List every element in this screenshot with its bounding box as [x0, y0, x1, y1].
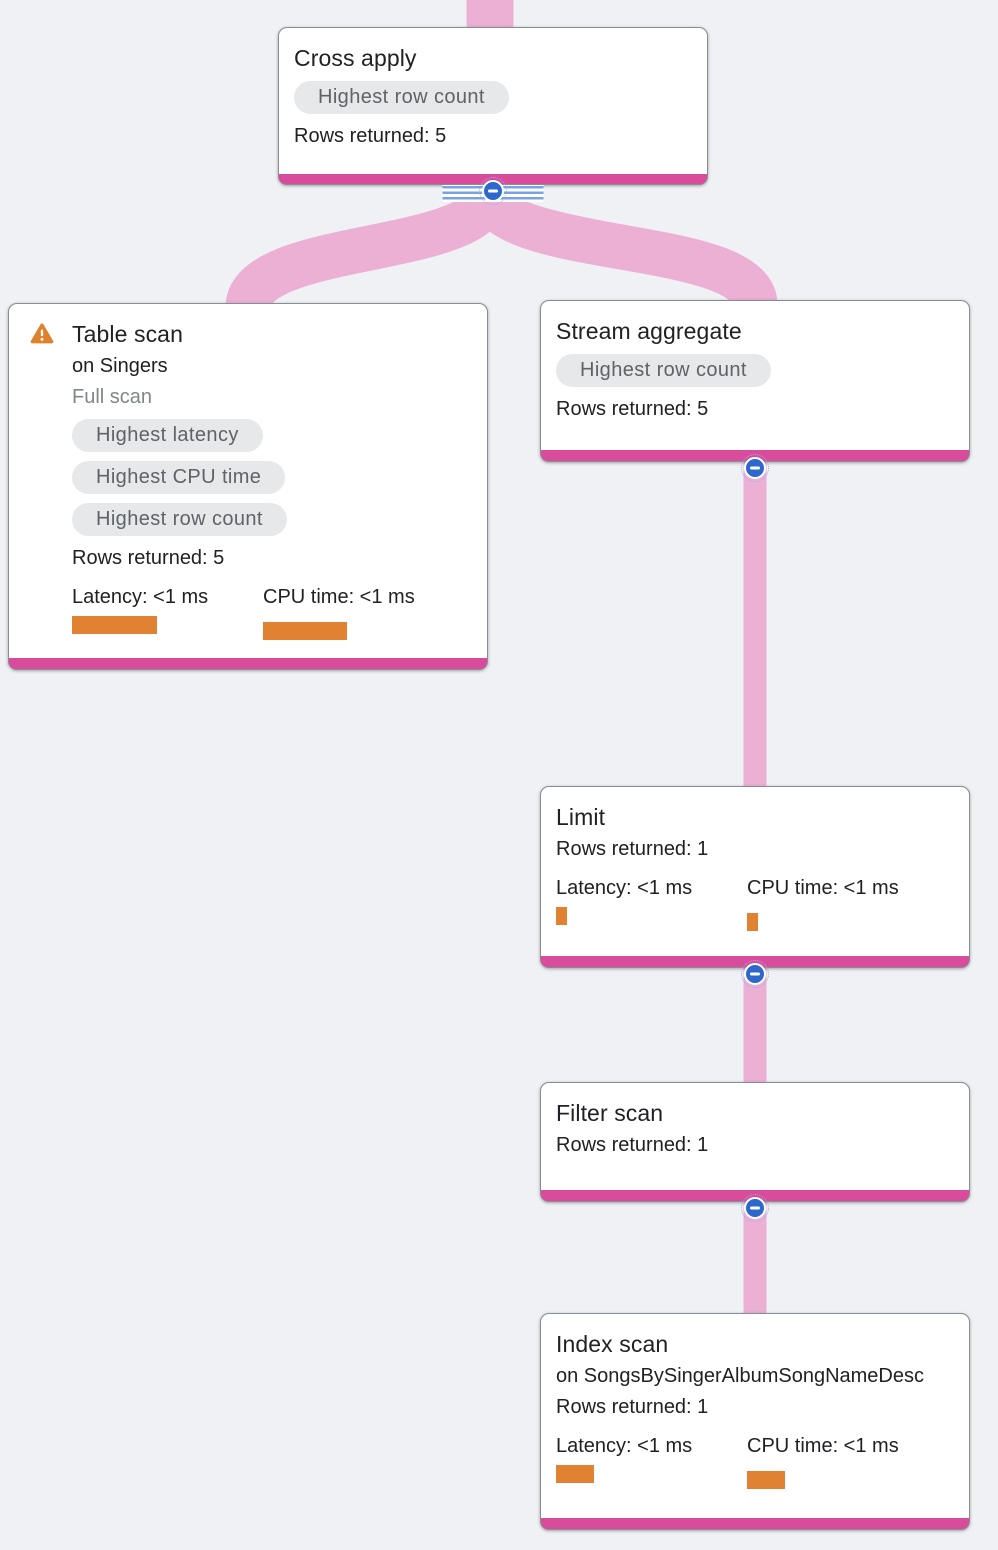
rows-returned-text: Rows returned: 1: [556, 1396, 709, 1418]
node-accent-bar: [541, 1518, 969, 1529]
latency-bar: [72, 616, 157, 634]
latency-metric: Latency: <1 ms: [556, 875, 747, 931]
node-limit[interactable]: Limit Rows returned: 1 Latency: <1 ms CP…: [540, 786, 970, 988]
latency-label: Latency: <1 ms: [556, 877, 693, 899]
edge-cross-apply-to-table-scan: [225, 186, 512, 312]
node-subtitle: on SongsBySingerAlbumSongNameDesc: [556, 1365, 924, 1387]
cpu-time-bar: [263, 622, 347, 640]
rows-returned-text: Rows returned: 5: [72, 547, 225, 569]
collapse-button[interactable]: [741, 960, 769, 988]
node-title: Limit: [556, 804, 606, 830]
node-filter-scan[interactable]: Filter scan Rows returned: 1: [540, 1082, 970, 1222]
node-accent-bar: [9, 658, 487, 669]
warning-icon: [30, 323, 54, 344]
rows-returned-text: Rows returned: 5: [556, 398, 709, 420]
rows-returned-text: Rows returned: 1: [556, 1134, 709, 1156]
badge-highest-cpu-time: Highest CPU time: [72, 461, 286, 494]
minus-icon: [482, 180, 504, 202]
node-subtitle: on Singers: [72, 355, 168, 377]
edge-cross-apply-to-stream-aggregate: [466, 185, 778, 310]
latency-metric: Latency: <1 ms: [556, 1433, 747, 1489]
minus-icon: [744, 963, 766, 985]
node-stream-aggregate[interactable]: Stream aggregate Highest row count Rows …: [540, 300, 970, 482]
cpu-time-bar: [747, 1471, 785, 1489]
latency-label: Latency: <1 ms: [556, 1435, 693, 1457]
latency-bar: [556, 1465, 594, 1483]
node-cross-apply[interactable]: Cross apply Highest row count Rows retur…: [278, 27, 708, 205]
node-title: Stream aggregate: [556, 318, 742, 344]
cpu-time-label: CPU time: <1 ms: [747, 1435, 899, 1457]
scan-type-text: Full scan: [72, 386, 153, 408]
node-title: Index scan: [556, 1331, 669, 1357]
cpu-metric: CPU time: <1 ms: [747, 1433, 899, 1489]
collapse-button[interactable]: [741, 1194, 769, 1222]
minus-icon: [744, 457, 766, 479]
cpu-time-label: CPU time: <1 ms: [263, 586, 415, 608]
cpu-time-label: CPU time: <1 ms: [747, 877, 899, 899]
latency-label: Latency: <1 ms: [72, 586, 209, 608]
cpu-metric: CPU time: <1 ms: [747, 875, 899, 931]
rows-returned-text: Rows returned: 5: [294, 125, 447, 147]
node-title: Table scan: [72, 321, 183, 347]
collapse-button[interactable]: [741, 454, 769, 482]
latency-metric: Latency: <1 ms: [72, 584, 263, 640]
badge-highest-row-count: Highest row count: [556, 354, 771, 387]
badge-highest-row-count: Highest row count: [72, 503, 287, 536]
collapse-button[interactable]: [479, 177, 507, 205]
node-table-scan[interactable]: Table scan on Singers Full scan Highest …: [8, 303, 488, 670]
latency-bar: [556, 907, 567, 925]
node-title: Filter scan: [556, 1100, 664, 1126]
cpu-time-bar: [747, 913, 758, 931]
rows-returned-text: Rows returned: 1: [556, 838, 709, 860]
node-title: Cross apply: [294, 45, 417, 71]
cpu-metric: CPU time: <1 ms: [263, 584, 415, 640]
badge-highest-row-count: Highest row count: [294, 81, 509, 114]
badge-highest-latency: Highest latency: [72, 419, 263, 452]
node-index-scan[interactable]: Index scan on SongsBySingerAlbumSongName…: [540, 1313, 970, 1530]
minus-icon: [744, 1197, 766, 1219]
